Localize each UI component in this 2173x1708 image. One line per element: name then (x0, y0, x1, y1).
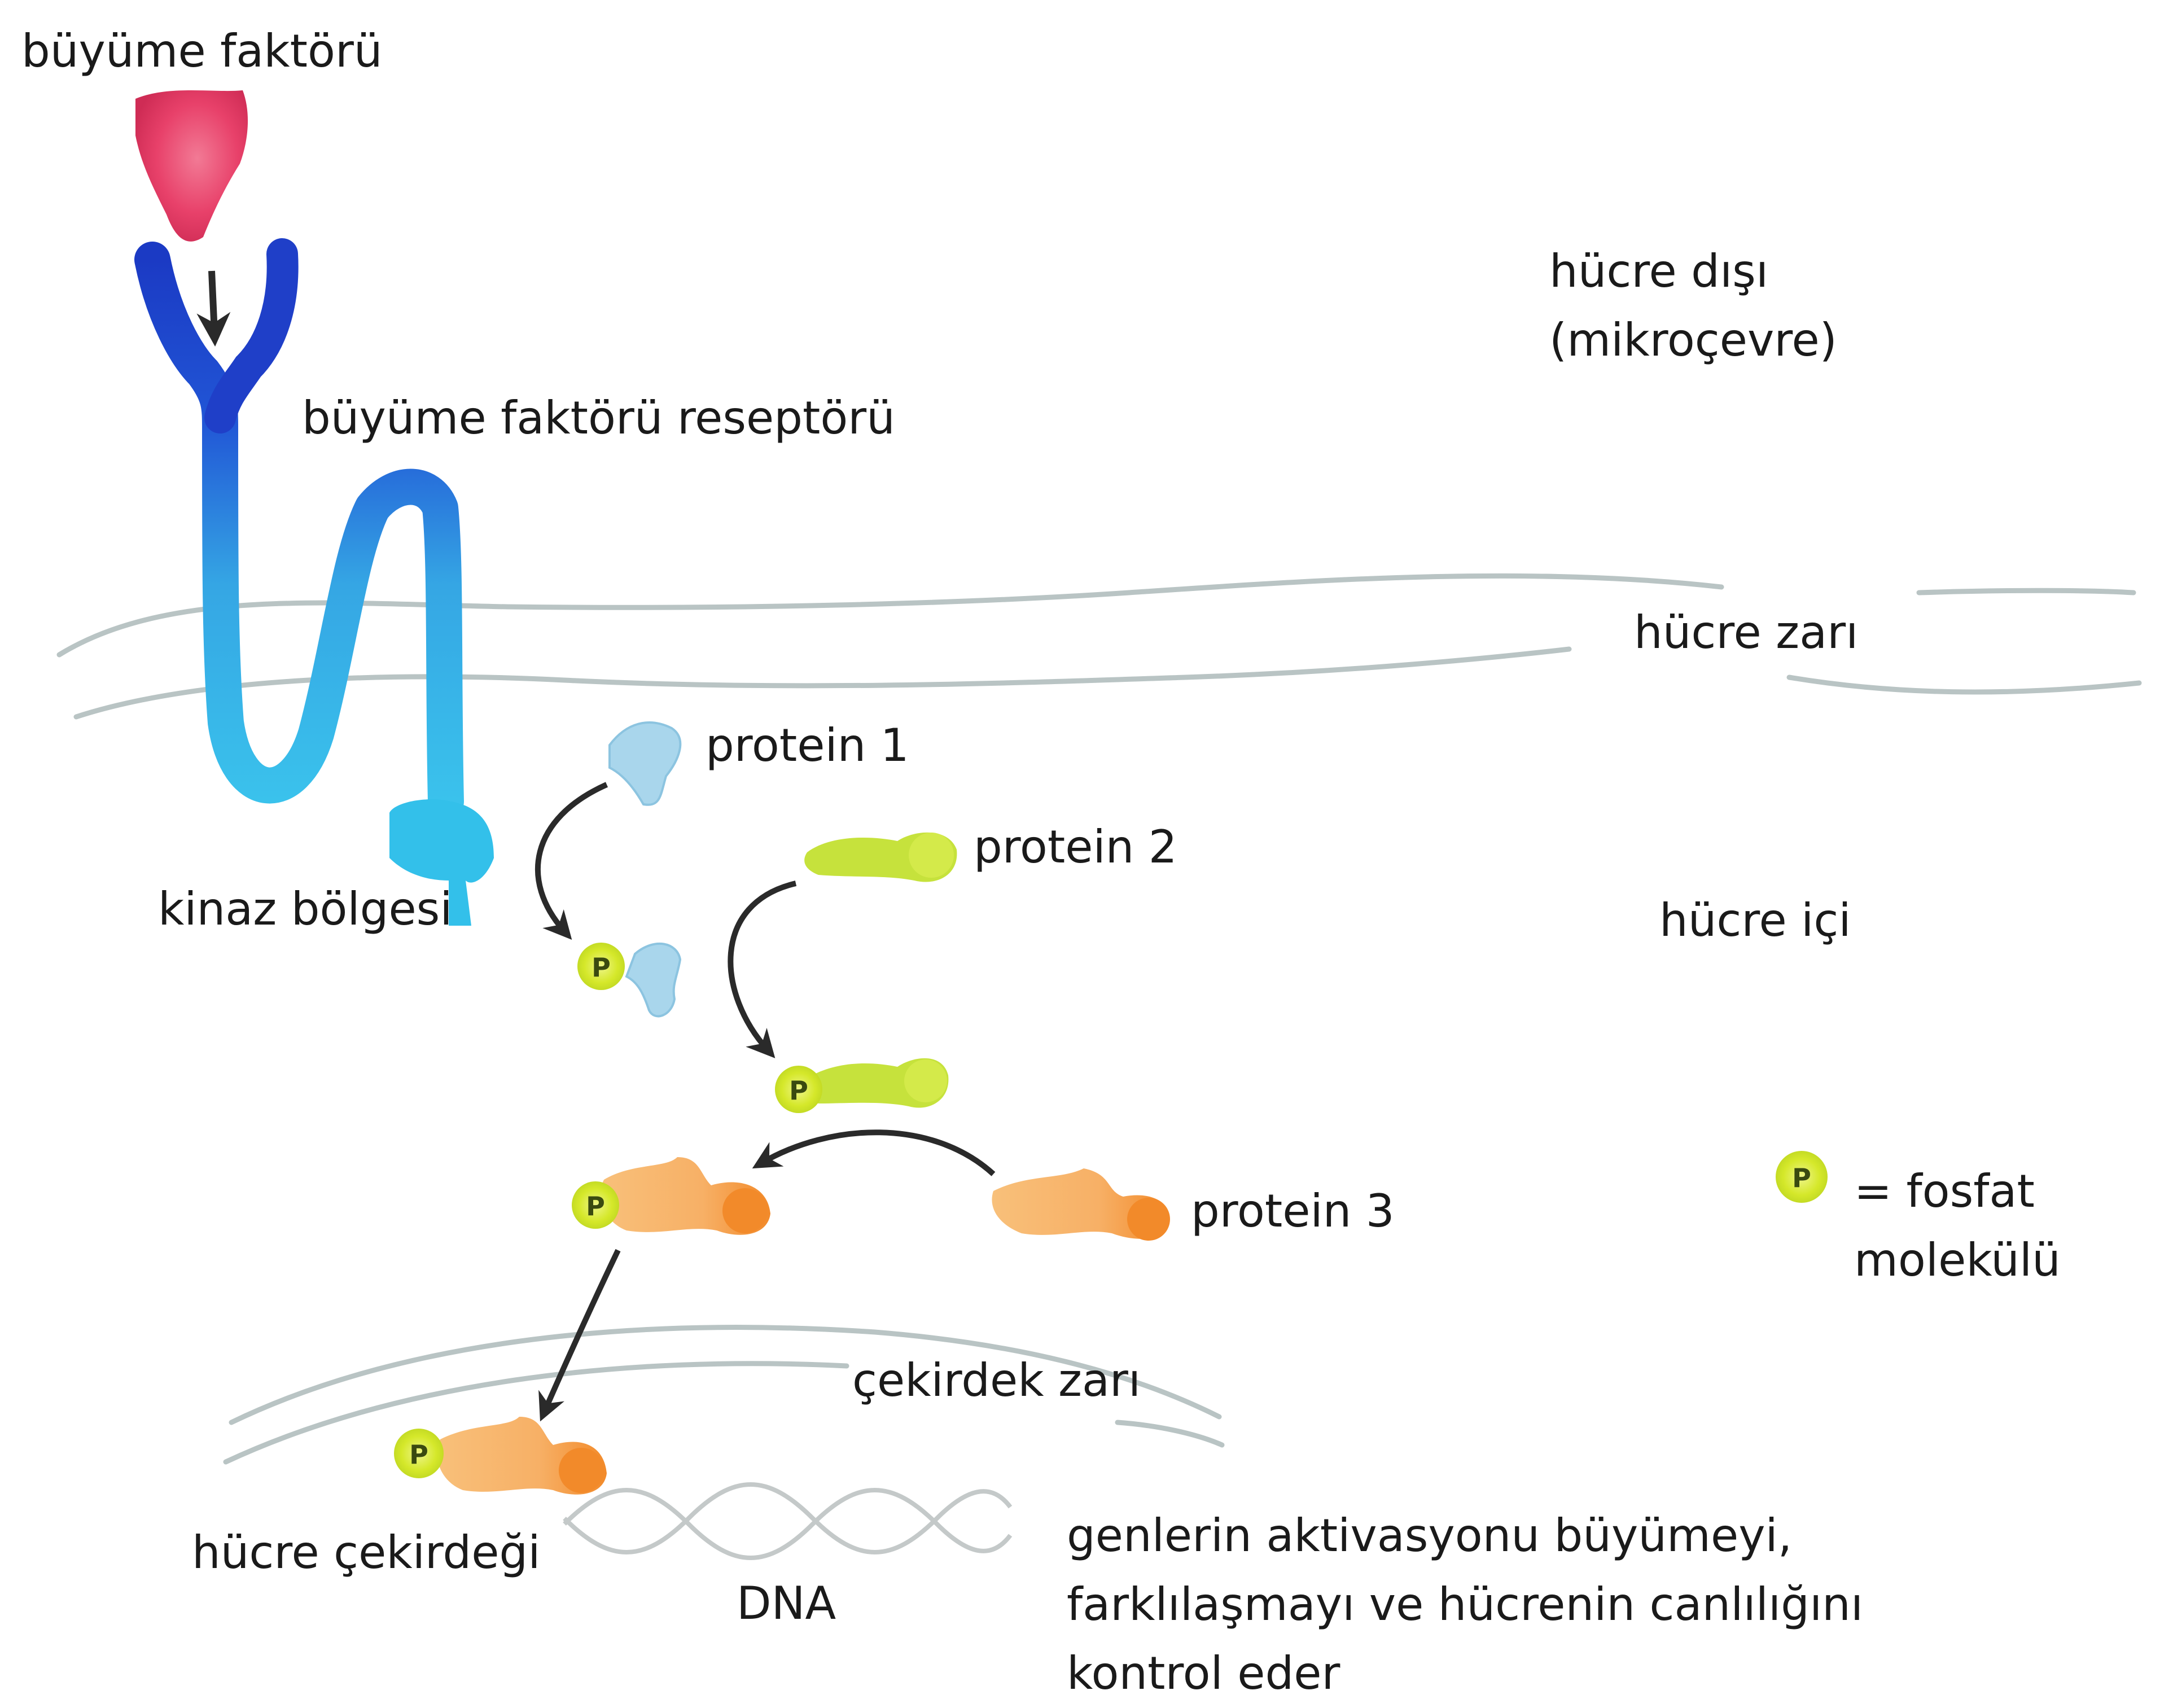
label-gene-activation-line2: farklılaşmayı ve hücrenin canlılığını (1067, 1578, 1864, 1631)
label-protein3: protein 3 (1191, 1185, 1395, 1237)
dna-helix (563, 1482, 1013, 1560)
label-gene-activation-line3: kontrol eder (1067, 1647, 1340, 1700)
nuclear-membrane (223, 1325, 1225, 1465)
phosphate-circle (394, 1429, 444, 1478)
arrow-protein3 (752, 1129, 996, 1176)
phosphate-circle (775, 1066, 822, 1113)
arrow-into-nucleus (538, 1249, 621, 1422)
label-protein2: protein 2 (974, 821, 1177, 873)
phosphate-symbol: P (1792, 1163, 1811, 1193)
label-phosphate-legend: = fosfat molekülü (1854, 1157, 2061, 1295)
phosphate-legend-icon: P (1776, 1151, 1828, 1203)
phosphate-circle (577, 943, 625, 990)
phosphate-symbol: P (409, 1439, 428, 1470)
protein3-in-nucleus: P (394, 1417, 607, 1495)
label-gene-activation: genlerin aktivasyonu büyümeyi, farklılaş… (1067, 1501, 1863, 1708)
label-phosphate-legend-line2: molekülü (1854, 1234, 2061, 1286)
label-kinase-domain: kinaz bölgesi (158, 883, 453, 935)
protein2-shape (804, 832, 957, 882)
phosphate-symbol: P (586, 1191, 605, 1221)
label-nuclear-membrane: çekirdek zarı (852, 1354, 1141, 1407)
label-cell-membrane: hücre zarı (1634, 606, 1859, 659)
label-phosphate-legend-line1: = fosfat (1854, 1165, 2035, 1218)
arrow-protein1 (535, 782, 608, 940)
arrow-protein2 (728, 881, 797, 1058)
phosphate-circle (572, 1181, 619, 1229)
label-extracellular-line1: hücre dışı (1549, 245, 1769, 297)
label-intracellular: hücre içi (1659, 894, 1851, 947)
protein1-phosphorylated: P (577, 943, 682, 1018)
protein1-shape (608, 721, 682, 806)
phosphate-symbol: P (592, 952, 611, 983)
label-protein1: protein 1 (706, 719, 909, 772)
phosphate-symbol: P (789, 1075, 808, 1106)
growth-factor-shape (135, 90, 248, 242)
label-cell-nucleus: hücre çekirdeği (192, 1526, 541, 1579)
receptor-right-arm (204, 238, 299, 433)
label-gene-activation-line1: genlerin aktivasyonu büyümeyi, (1067, 1509, 1793, 1562)
label-extracellular: hücre dışı (mikroçevre) (1549, 237, 1837, 375)
label-growth-factor-receptor: büyüme faktörü reseptörü (302, 392, 895, 444)
protein3-shape (992, 1168, 1170, 1241)
protein2-phosphorylated: P (775, 1058, 949, 1113)
kinase-domain-shape (389, 799, 494, 926)
label-dna: DNA (737, 1577, 836, 1630)
growth-factor-receptor-shape (134, 242, 464, 820)
label-growth-factor: büyüme faktörü (21, 25, 383, 77)
protein3-phosphorylated: P (572, 1157, 770, 1235)
cell-membrane (56, 573, 2142, 720)
label-extracellular-line2: (mikroçevre) (1549, 314, 1837, 366)
binding-arrow (196, 270, 231, 347)
